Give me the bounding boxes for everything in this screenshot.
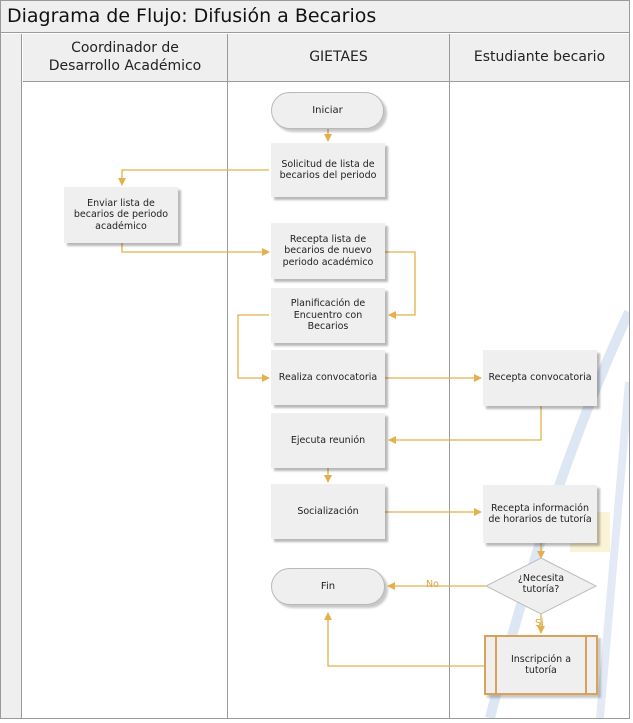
receive-list-box: Recepta lista de becarios de nuevo perio…: [271, 223, 385, 279]
enroll-label: Inscripción a tutoría: [510, 653, 572, 676]
lane-gietaes: [228, 82, 450, 718]
end-node: Fin: [271, 568, 385, 605]
socialization-label: Socialización: [297, 505, 359, 517]
receive-call-label: Recepta convocatoria: [488, 372, 592, 384]
enroll-process-box: Inscripción a tutoría: [484, 635, 598, 695]
enroll-right-bar: [585, 637, 587, 693]
request-list-label: Solicitud de lista de becarios del perio…: [279, 158, 377, 181]
lane-spacer: [1, 34, 22, 718]
socialization-box: Socialización: [271, 484, 385, 539]
call-label: Realiza convocatoria: [278, 371, 378, 383]
planning-label: Planificación de Encuentro con Becarios: [290, 298, 366, 333]
diagram-title: Diagrama de Flujo: Difusión a Becarios: [7, 5, 377, 27]
edge-label-no: No: [426, 579, 439, 590]
lane-label-student: Estudiante becario: [473, 48, 606, 65]
decision-label: ¿Necesita tutoría?: [517, 573, 565, 596]
enroll-left-bar: [495, 637, 497, 693]
call-box: Realiza convocatoria: [271, 350, 385, 405]
lane-label-coordinator: Coordinador de Desarrollo Académico: [48, 40, 202, 74]
lane-header-coordinator: Coordinador de Desarrollo Académico: [23, 34, 228, 82]
request-list-box: Solicitud de lista de becarios del perio…: [271, 143, 385, 197]
title-bar: Diagrama de Flujo: Difusión a Becarios: [1, 1, 629, 33]
meeting-box: Ejecuta reunión: [271, 413, 385, 468]
edge-label-yes: Si: [535, 618, 544, 629]
start-label: Iniciar: [312, 105, 343, 116]
start-node: Iniciar: [271, 92, 384, 129]
planning-box: Planificación de Encuentro con Becarios: [271, 288, 385, 343]
decision-diamond: [484, 557, 598, 615]
receive-info-box: Recepta información de horarios de tutor…: [483, 485, 597, 543]
lane-coordinator: [23, 82, 228, 718]
end-label: Fin: [320, 581, 336, 592]
lane-label-gietaes: GIETAES: [309, 48, 368, 65]
receive-list-label: Recepta lista de becarios de nuevo perio…: [282, 233, 374, 268]
receive-info-label: Recepta información de horarios de tutor…: [488, 502, 592, 525]
receive-call-box: Recepta convocatoria: [483, 350, 597, 406]
send-list-box: Enviar lista de becarios de periodo acad…: [64, 187, 178, 243]
send-list-label: Enviar lista de becarios de periodo acad…: [73, 197, 169, 232]
lane-header-student: Estudiante becario: [450, 34, 629, 82]
meeting-label: Ejecuta reunión: [290, 434, 366, 446]
enroll-label-wrap: Inscripción a tutoría: [486, 637, 596, 693]
lane-header-gietaes: GIETAES: [228, 34, 450, 82]
